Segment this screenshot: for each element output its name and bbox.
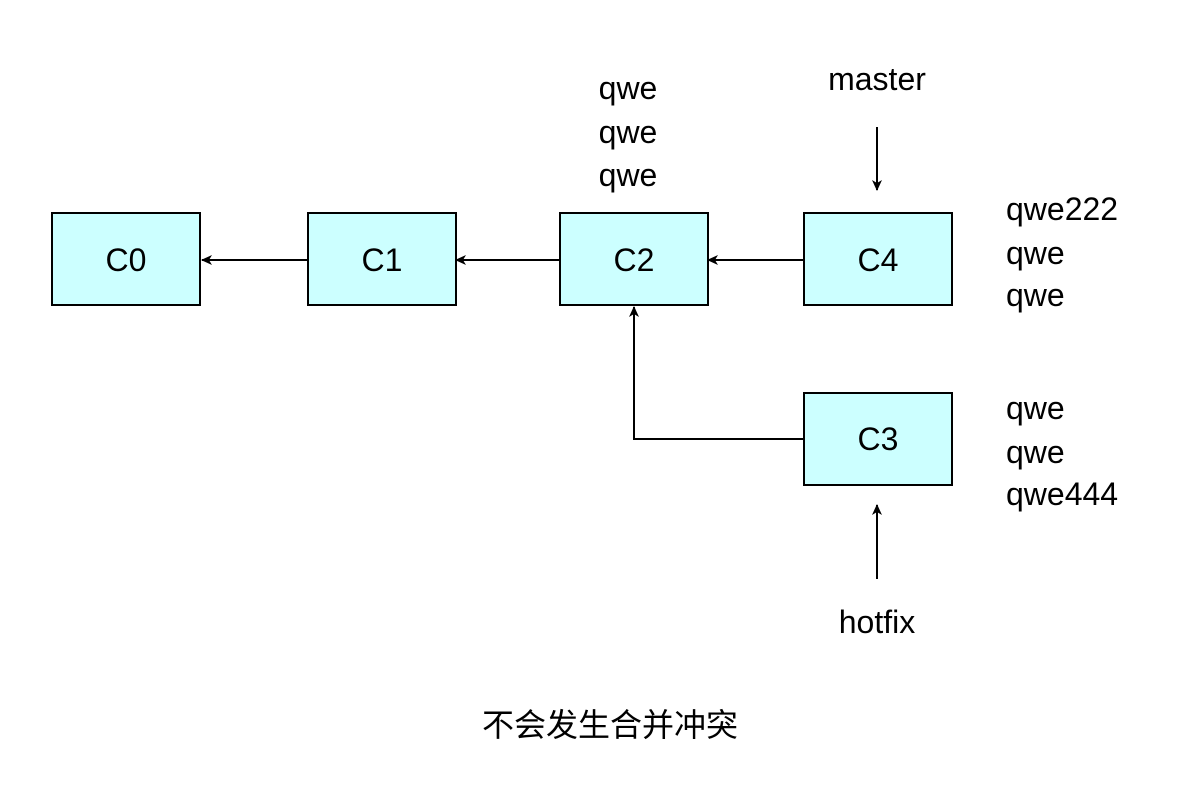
commit-label: C3 [858, 421, 899, 457]
note-line: qwe [1006, 277, 1065, 313]
commit-c4: C4 [803, 212, 953, 306]
commit-label: C0 [106, 242, 147, 278]
commit-box [803, 392, 953, 486]
commit-c0: C0 [51, 212, 201, 306]
commit-label: C1 [362, 242, 403, 278]
note-line: qwe [599, 114, 658, 150]
commit-box [803, 212, 953, 306]
commit-label: C2 [614, 242, 655, 278]
note-line: qwe [1006, 390, 1065, 426]
note-line: qwe444 [1006, 476, 1118, 512]
note-line: qwe222 [1006, 191, 1118, 227]
note-c4: qwe222 qwe qwe [1006, 191, 1118, 313]
commit-box [559, 212, 709, 306]
commit-c2: C2 [559, 212, 709, 306]
commit-box [51, 212, 201, 306]
branch-label-hotfix: hotfix [839, 604, 915, 640]
branch-label-master: master [828, 61, 926, 97]
note-line: qwe [599, 157, 658, 193]
commit-c3: C3 [803, 392, 953, 486]
edge-c3-to-c2 [629, 306, 804, 440]
commit-box [307, 212, 457, 306]
note-c2: qwe qwe qwe [599, 70, 658, 193]
note-line: qwe [1006, 434, 1065, 470]
edges [201, 127, 882, 579]
commit-c1: C1 [307, 212, 457, 306]
diagram-caption: 不会发生合并冲突 [482, 707, 738, 743]
note-c3: qwe qwe qwe444 [1006, 390, 1118, 512]
commit-label: C4 [858, 242, 899, 278]
note-line: qwe [599, 70, 658, 106]
note-line: qwe [1006, 235, 1065, 271]
